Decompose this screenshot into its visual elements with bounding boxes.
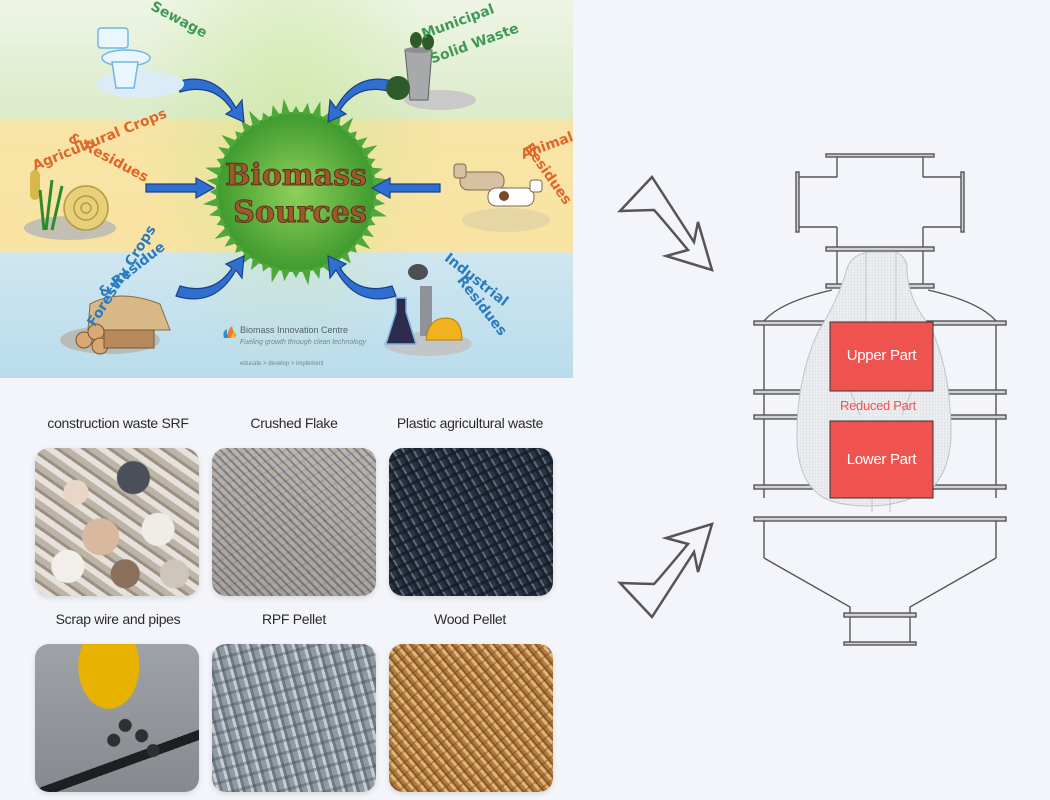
sphere-spike bbox=[372, 177, 390, 187]
sphere-spike bbox=[210, 187, 219, 197]
sphere-spike bbox=[361, 226, 374, 237]
sphere-spike bbox=[261, 262, 271, 272]
reactor-diagram bbox=[753, 153, 1007, 646]
lower-part-label: Lower Part bbox=[846, 451, 917, 468]
sphere-spike bbox=[372, 197, 386, 207]
industrial-icon bbox=[384, 264, 472, 356]
poster-illustration: Biomass Sources bbox=[24, 27, 550, 356]
lower-part-block bbox=[829, 420, 934, 499]
biomass-sources-poster: Biomass Sources bbox=[0, 0, 573, 378]
sphere-spike bbox=[311, 101, 321, 119]
sphere-spike bbox=[235, 243, 245, 253]
sphere-spike bbox=[366, 157, 376, 167]
sphere-spike bbox=[271, 105, 281, 119]
arrow-agri bbox=[145, 176, 216, 200]
sphere-spike bbox=[241, 120, 253, 134]
arrow-industrial bbox=[327, 255, 397, 300]
animals-icon bbox=[453, 163, 550, 232]
sphere-title-1: Biomass bbox=[225, 158, 367, 193]
forestry-logs-icon bbox=[60, 295, 171, 355]
sphere-spike bbox=[339, 250, 351, 264]
sphere-spike bbox=[218, 147, 231, 158]
sphere-spike bbox=[321, 262, 331, 272]
arrow-sewage bbox=[175, 78, 245, 123]
arrow-up-right-icon bbox=[617, 522, 714, 620]
caption-crushed-flake: Crushed Flake bbox=[250, 415, 338, 431]
arrow-forestry bbox=[175, 255, 245, 300]
toilet-icon bbox=[96, 27, 184, 98]
crops-hay-icon bbox=[24, 170, 116, 240]
sphere-spike bbox=[369, 167, 383, 177]
upper-part-label: Upper Part bbox=[846, 347, 917, 364]
sphere-spike bbox=[271, 265, 281, 283]
arrow-animal bbox=[370, 176, 441, 200]
sphere-spike bbox=[301, 268, 311, 286]
scrap-wire-photo bbox=[35, 644, 199, 792]
sphere-spike bbox=[205, 167, 223, 177]
inflow-arrows bbox=[145, 78, 441, 300]
sphere-spike bbox=[361, 145, 378, 158]
sphere-spike bbox=[216, 217, 226, 227]
rpf-pellet-photo bbox=[212, 644, 376, 792]
wood-pellet-photo bbox=[389, 644, 553, 792]
sphere-spike bbox=[366, 217, 376, 227]
sphere-title-2: Sources bbox=[233, 195, 367, 230]
plastic-agricultural-waste-photo bbox=[389, 448, 553, 596]
sphere-spike bbox=[301, 102, 311, 116]
sphere-spike bbox=[251, 257, 262, 270]
sphere-spike bbox=[354, 137, 368, 149]
sphere-spike bbox=[291, 269, 301, 278]
sphere-spike bbox=[214, 226, 231, 239]
caption-plastic-agricultural-waste: Plastic agricultural waste bbox=[396, 415, 544, 431]
caption-wood-pellet: Wood Pellet bbox=[434, 611, 506, 627]
sphere-spike bbox=[235, 131, 245, 141]
sphere-spike bbox=[281, 98, 291, 116]
sphere-spike bbox=[224, 235, 238, 247]
biomass-sphere bbox=[202, 98, 390, 286]
sphere-spike bbox=[202, 197, 220, 207]
sphere-spike bbox=[281, 268, 291, 282]
sphere-spike bbox=[311, 265, 321, 279]
sphere-spike bbox=[206, 177, 220, 187]
sphere-spike bbox=[216, 157, 226, 167]
sphere-spike bbox=[347, 131, 357, 141]
caption-rpf-pellet: RPF Pellet bbox=[262, 611, 326, 627]
sphere-spike bbox=[354, 235, 371, 250]
construction-waste-photo bbox=[35, 448, 199, 596]
caption-construction-waste: construction waste SRF bbox=[47, 415, 189, 431]
org-tagline: Fueling growth through clean technology bbox=[240, 339, 367, 346]
sphere-spike bbox=[369, 207, 387, 217]
caption-scrap-wire: Scrap wire and pipes bbox=[55, 611, 181, 627]
org-name: Biomass Innovation Centre bbox=[240, 325, 349, 335]
sphere-spike bbox=[291, 106, 301, 115]
crushed-flake-photo bbox=[212, 448, 376, 596]
upper-part-block bbox=[829, 321, 934, 392]
org-motto: educate > develop > implement bbox=[240, 361, 324, 367]
sphere-spike bbox=[347, 243, 357, 253]
sphere-spike bbox=[209, 207, 223, 217]
arrow-msw bbox=[327, 78, 397, 123]
sphere-spike bbox=[339, 117, 354, 134]
flame-logo-icon bbox=[223, 326, 236, 338]
sphere-spike bbox=[221, 134, 238, 149]
reduced-part-label: Reduced Part bbox=[840, 398, 916, 413]
sphere-spike bbox=[261, 112, 271, 122]
arrow-down-right-icon bbox=[617, 174, 714, 272]
trash-can-icon bbox=[386, 32, 476, 110]
sphere-spike bbox=[249, 110, 262, 127]
